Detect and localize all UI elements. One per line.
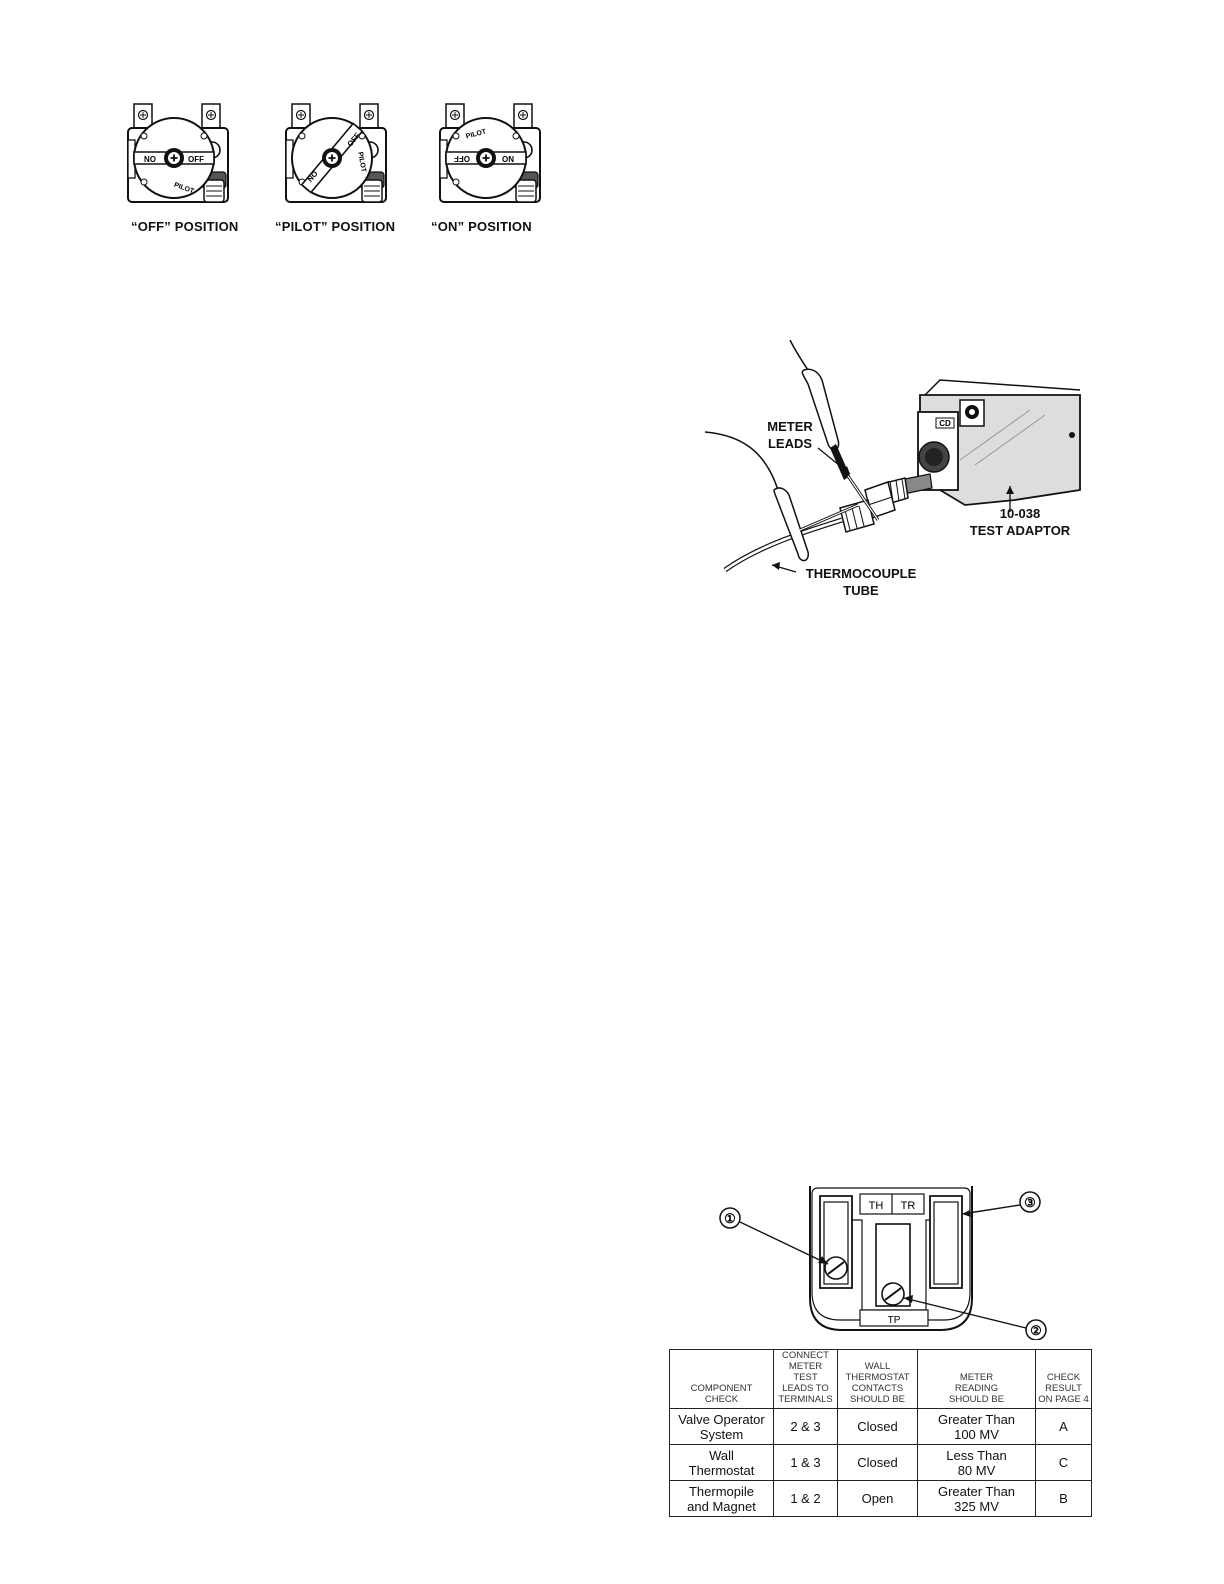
header-line: ON PAGE 4 bbox=[1038, 1394, 1089, 1405]
header-line: CONNECT bbox=[782, 1350, 829, 1361]
cell-line: 100 MV bbox=[954, 1426, 999, 1442]
terminal-block-figure: TH TR TP ① ② ③ bbox=[719, 1186, 1047, 1340]
header-line: TERMINALS bbox=[778, 1394, 833, 1405]
valve-off-position-drawing: ON OFF PILOT bbox=[127, 103, 229, 203]
knob-label: PILOT bbox=[356, 151, 367, 173]
cell-line: Thermopile bbox=[688, 1483, 755, 1499]
header-line: CHECK bbox=[1046, 1372, 1081, 1383]
caption-off-position: “OFF” POSITION bbox=[131, 219, 239, 234]
meter-leads-label-line: METER bbox=[767, 419, 813, 434]
caption-on-position: “ON” POSITION bbox=[431, 219, 532, 234]
cell-terminals: 1 & 2 bbox=[773, 1480, 838, 1517]
valve-pilot-position-drawing: OFF PILOT ON bbox=[285, 103, 387, 203]
callout-1: ① bbox=[724, 1211, 736, 1226]
header-line: METER TEST bbox=[788, 1361, 823, 1383]
header-meter-reading: METER READING SHOULD BE bbox=[917, 1349, 1036, 1409]
header-line: LEADS TO bbox=[782, 1383, 829, 1394]
cell-line: 80 MV bbox=[957, 1462, 996, 1478]
cell-line: Thermostat bbox=[688, 1462, 755, 1478]
terminal-label-tr: TR bbox=[901, 1200, 916, 1212]
header-contacts: WALL THERMOSTAT CONTACTS SHOULD BE bbox=[837, 1349, 918, 1409]
cell-line: Wall bbox=[709, 1447, 734, 1463]
knob-label: ON bbox=[144, 154, 156, 163]
cell-terminals: 2 & 3 bbox=[773, 1408, 838, 1445]
meter-leads-label-line: LEADS bbox=[767, 436, 813, 451]
valve-mark: CD bbox=[939, 419, 951, 428]
cell-contacts: Open bbox=[837, 1480, 918, 1517]
cell-line: System bbox=[699, 1426, 744, 1442]
header-terminals: CONNECT METER TEST LEADS TO TERMINALS bbox=[773, 1349, 838, 1409]
cell-result: A bbox=[1035, 1408, 1092, 1445]
valve-position-figures: ON OFF PILOT OFF PILOT ON PILOT OFF ON bbox=[127, 103, 541, 203]
header-component-check: COMPONENT CHECK bbox=[669, 1349, 774, 1409]
thermocouple-tube-label: THERMOCOUPLE TUBE bbox=[796, 565, 926, 599]
knob-label: ON bbox=[502, 155, 514, 164]
header-line: COMPONENT bbox=[690, 1383, 753, 1394]
meter-leads-label: METER LEADS bbox=[758, 418, 822, 452]
thermocouple-tube-label-line: TUBE bbox=[843, 583, 879, 598]
knob-label: OFF bbox=[188, 155, 204, 164]
table-header-row: COMPONENT CHECK CONNECT METER TEST LEADS… bbox=[669, 1349, 1092, 1409]
knob-label: OFF bbox=[454, 154, 470, 163]
component-check-table: COMPONENT CHECK CONNECT METER TEST LEADS… bbox=[669, 1349, 1092, 1517]
header-line: CONTACTS bbox=[851, 1383, 904, 1394]
terminal-label-th: TH bbox=[869, 1200, 884, 1212]
cell-line: 325 MV bbox=[954, 1498, 999, 1514]
cell-contacts: Closed bbox=[837, 1408, 918, 1445]
test-adaptor-label-line: 10-038 bbox=[999, 506, 1041, 521]
header-check-result: CHECK RESULT ON PAGE 4 bbox=[1035, 1349, 1092, 1409]
cell-line: Valve Operator bbox=[678, 1411, 765, 1427]
cell-line: Greater Than bbox=[937, 1483, 1016, 1499]
cell-line: Greater Than bbox=[937, 1411, 1016, 1427]
cell-result: C bbox=[1035, 1444, 1092, 1481]
header-line: SHOULD BE bbox=[850, 1394, 905, 1405]
test-adaptor-figure: CD bbox=[704, 340, 1081, 573]
thermocouple-tube-label-line: THERMOCOUPLE bbox=[805, 566, 917, 581]
header-line: METER bbox=[959, 1372, 994, 1383]
test-adaptor-label: 10-038 TEST ADAPTOR bbox=[960, 505, 1080, 539]
cell-terminals: 1 & 3 bbox=[773, 1444, 838, 1481]
test-adaptor-label-line: TEST ADAPTOR bbox=[969, 523, 1071, 538]
cell-line: Less Than bbox=[946, 1447, 1007, 1463]
callout-2: ② bbox=[1030, 1323, 1042, 1338]
cell-line: and Magnet bbox=[687, 1498, 756, 1514]
header-line: SHOULD BE bbox=[949, 1394, 1004, 1405]
terminal-label-tp: TP bbox=[888, 1315, 901, 1326]
cell-result: B bbox=[1035, 1480, 1092, 1517]
header-line: CHECK bbox=[704, 1394, 739, 1405]
header-line: WALL bbox=[864, 1361, 891, 1372]
valve-on-position-drawing: PILOT OFF ON bbox=[439, 103, 541, 203]
callout-3: ③ bbox=[1024, 1195, 1036, 1210]
header-line: READING bbox=[954, 1383, 999, 1394]
caption-pilot-position: “PILOT” POSITION bbox=[275, 219, 396, 234]
cell-contacts: Closed bbox=[837, 1444, 918, 1481]
header-line: RESULT bbox=[1045, 1383, 1082, 1394]
header-line: THERMOSTAT bbox=[845, 1372, 910, 1383]
